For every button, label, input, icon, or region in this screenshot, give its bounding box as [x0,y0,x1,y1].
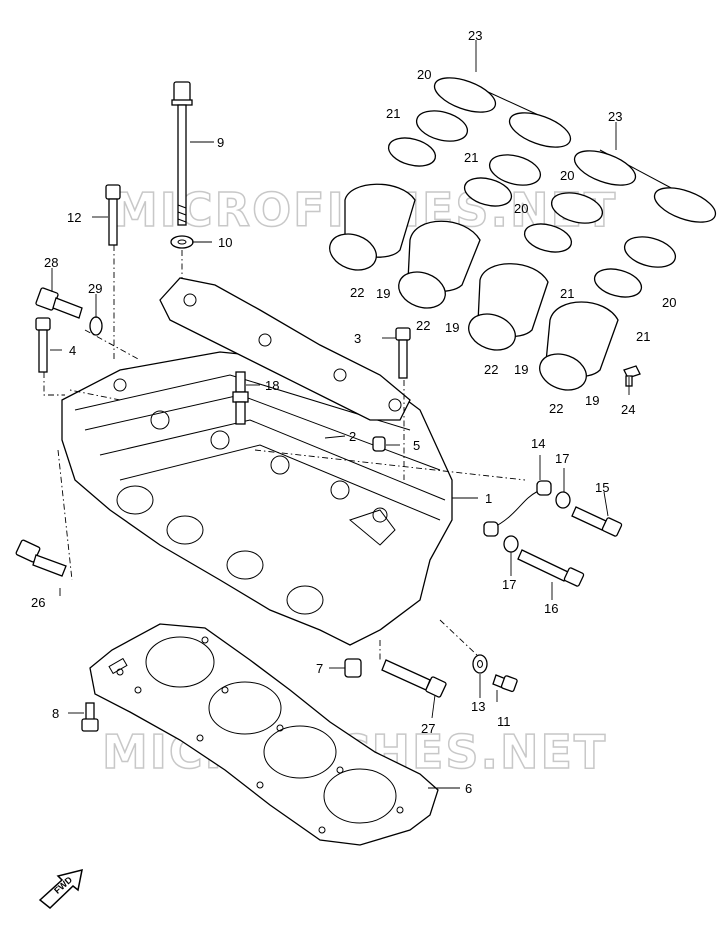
callout-3: 3 [354,331,361,346]
spark-plug [232,371,249,425]
bolt-28 [35,287,83,319]
callout-21a: 21 [386,106,400,121]
callout-19c: 19 [514,362,528,377]
callout-14: 14 [531,436,545,451]
callout-11: 11 [497,714,511,729]
callout-12: 12 [67,210,81,225]
callout-7: 7 [316,661,323,676]
bolt-8 [81,702,99,732]
callout-15: 15 [595,480,609,495]
callout-19b: 19 [445,320,459,335]
callout-17b: 17 [502,577,516,592]
callout-17a: 17 [555,451,569,466]
callout-4: 4 [69,343,76,358]
bolt-27 [381,659,447,698]
cam-cap-bracket [159,277,411,421]
callout-23b: 23 [608,109,622,124]
callout-24: 24 [621,402,635,417]
callout-21c: 21 [560,286,574,301]
leader-lines [43,40,630,789]
callout-19d: 19 [585,393,599,408]
callout-5: 5 [413,438,420,453]
callout-22b: 22 [416,318,430,333]
head-gasket [89,623,439,846]
callout-29: 29 [88,281,102,296]
bolt-4 [35,317,51,373]
bolt-15 [571,506,623,537]
callout-20d: 20 [662,295,676,310]
bolt-3 [395,327,411,379]
callout-9: 9 [217,135,224,150]
callout-20c: 20 [560,168,574,183]
callout-22d: 22 [549,401,563,416]
bolt-26 [15,539,67,577]
callout-20a: 20 [417,67,431,82]
callout-26: 26 [31,595,45,610]
washer-17a [555,491,571,509]
callout-21d: 21 [636,329,650,344]
callout-27: 27 [421,721,435,736]
bolt-12 [105,184,121,246]
callout-20b: 20 [514,201,528,216]
callout-10: 10 [218,235,232,250]
dowel-5 [372,436,386,452]
callout-1: 1 [485,491,492,506]
bolt-9 [171,81,193,226]
callout-8: 8 [52,706,59,721]
callout-22a: 22 [350,285,364,300]
oil-pipe-14 [483,480,552,537]
forward-direction-arrow: FWD [38,868,83,909]
intake-clamps-and-boots [329,77,717,391]
bolt-16 [517,549,585,587]
callout-2: 2 [349,429,356,444]
washer-17b [503,535,519,553]
callout-6: 6 [465,781,472,796]
screw-24 [623,365,641,387]
callout-21b: 21 [464,150,478,165]
callout-19a: 19 [376,286,390,301]
bolt-11 [492,674,518,693]
washer-29 [89,316,103,336]
washer-10 [170,235,194,249]
callout-23a: 23 [468,28,482,43]
callout-18: 18 [265,378,279,393]
callout-16: 16 [544,601,558,616]
callout-28: 28 [44,255,58,270]
callout-22c: 22 [484,362,498,377]
dowel-7 [344,658,362,678]
washer-13 [472,654,488,674]
callout-13: 13 [471,699,485,714]
